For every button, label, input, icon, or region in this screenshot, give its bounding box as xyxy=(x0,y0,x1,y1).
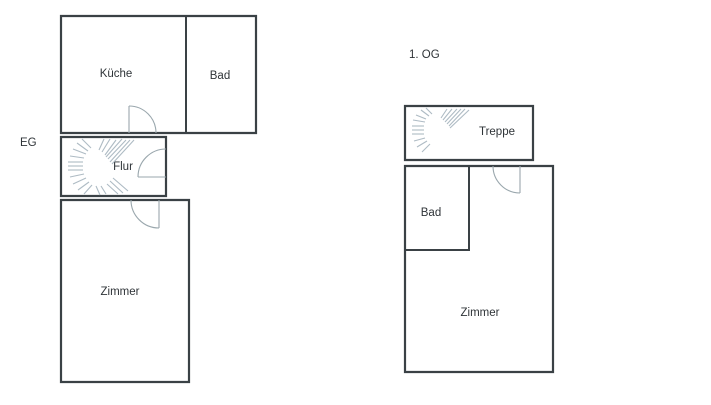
wall-divider-bad-og1 xyxy=(405,166,470,251)
door-flur-right xyxy=(137,148,167,178)
room-label-treppe: Treppe xyxy=(479,126,515,138)
room-outline-zimmer-og1 xyxy=(403,164,555,374)
room-label-bad-eg: Bad xyxy=(210,70,230,82)
floor-group-og1: 1. OG Treppe Bad Zimmer xyxy=(403,49,555,374)
room-label-flur: Flur xyxy=(113,161,133,173)
stair-sunburst-og xyxy=(412,107,470,153)
room-label-zimmer-eg: Zimmer xyxy=(101,286,140,298)
room-outline-treppe xyxy=(403,104,535,162)
room-outline-flur xyxy=(59,135,168,198)
room-label-zimmer-og1: Zimmer xyxy=(461,307,500,319)
floor-label-eg: EG xyxy=(20,137,37,149)
floor-group-eg: EG Küche Bad Flur Zimmer xyxy=(20,14,258,384)
room-label-bad-og1: Bad xyxy=(421,207,441,219)
door-treppe-zimmer xyxy=(492,165,521,194)
door-flur-zimmer xyxy=(130,199,160,229)
room-outline-zimmer-eg xyxy=(59,198,191,384)
room-outline-kueche-bad xyxy=(59,14,258,135)
door-kueche-flur xyxy=(128,105,157,134)
floor-label-og1: 1. OG xyxy=(409,49,440,61)
room-label-kueche: Küche xyxy=(100,68,133,80)
stair-sunburst-eg xyxy=(68,138,135,196)
